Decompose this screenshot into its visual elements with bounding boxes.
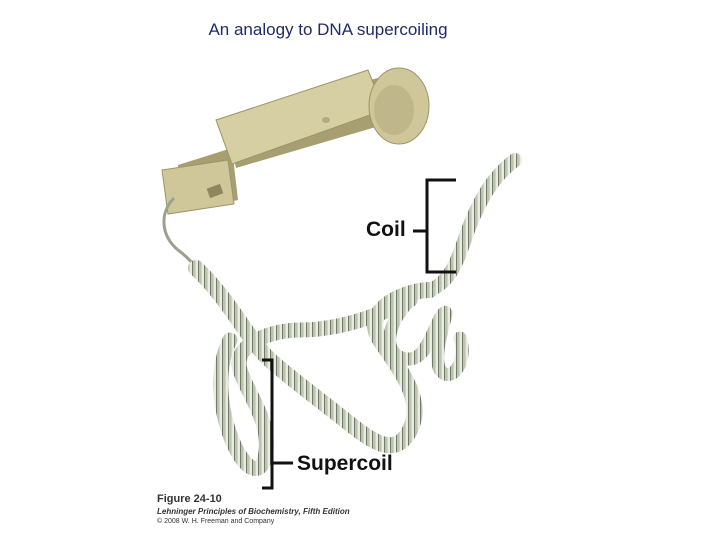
copyright-line: © 2008 W. H. Freeman and Company	[157, 518, 275, 525]
figure-number: Figure 24-10	[157, 493, 222, 505]
slide-title: An analogy to DNA supercoiling	[208, 20, 448, 39]
book-title: Lehninger Principles of Biochemistry, Fi…	[157, 507, 350, 516]
supercoil-label: Supercoil	[297, 452, 393, 475]
coil-label: Coil	[366, 218, 406, 241]
telephone-handset-icon	[161, 67, 430, 269]
supercoil-bracket	[262, 358, 293, 490]
coiled-cord	[188, 153, 522, 476]
coil-bracket	[413, 178, 456, 274]
figure-caption: Figure 24-10 Lehninger Principles of Bio…	[157, 493, 350, 527]
